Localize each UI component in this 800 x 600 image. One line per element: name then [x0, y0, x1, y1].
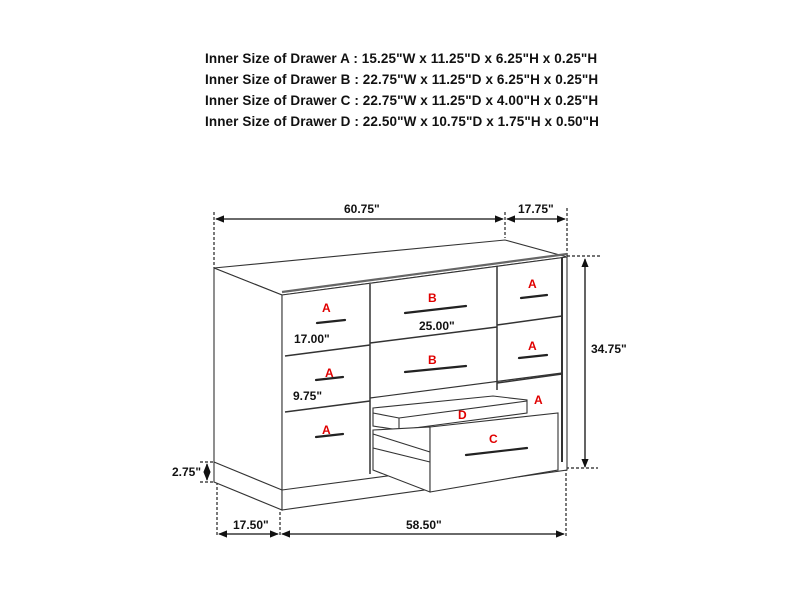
dim-base-width: 58.50": [406, 518, 442, 532]
label-drawer-a-5: A: [534, 393, 543, 407]
label-drawer-a-4: A: [528, 339, 537, 353]
dim-overall-width: 60.75": [344, 202, 380, 216]
dim-overall-depth: 17.75": [518, 202, 554, 216]
drawer-handles: [314, 293, 549, 457]
spec-drawer-c: Inner Size of Drawer C : 22.75"W x 11.25…: [205, 93, 599, 108]
label-drawer-b-1: B: [428, 291, 437, 305]
label-drawer-a-6: A: [322, 423, 331, 437]
drawer-d: [372, 395, 528, 431]
dim-drawer-a-height: 9.75": [293, 389, 322, 403]
dim-drawer-a-width: 17.00": [294, 332, 330, 346]
label-drawer-a-3: A: [325, 366, 334, 380]
spec-drawer-a: Inner Size of Drawer A : 15.25"W x 11.25…: [205, 51, 598, 66]
dim-drawer-b-width: 25.00": [419, 319, 455, 333]
label-drawer-a-2: A: [528, 277, 537, 291]
label-drawer-d: D: [458, 408, 467, 422]
dim-base-height: 2.75": [172, 465, 201, 479]
label-drawer-c: C: [489, 432, 498, 446]
label-drawer-b-2: B: [428, 353, 437, 367]
spec-drawer-d: Inner Size of Drawer D : 22.50"W x 10.75…: [205, 114, 600, 129]
dim-side-depth: 17.50": [233, 518, 269, 532]
label-drawer-a-1: A: [322, 301, 331, 315]
spec-drawer-b: Inner Size of Drawer B : 22.75"W x 11.25…: [205, 72, 599, 87]
dim-overall-height: 34.75": [591, 342, 627, 356]
